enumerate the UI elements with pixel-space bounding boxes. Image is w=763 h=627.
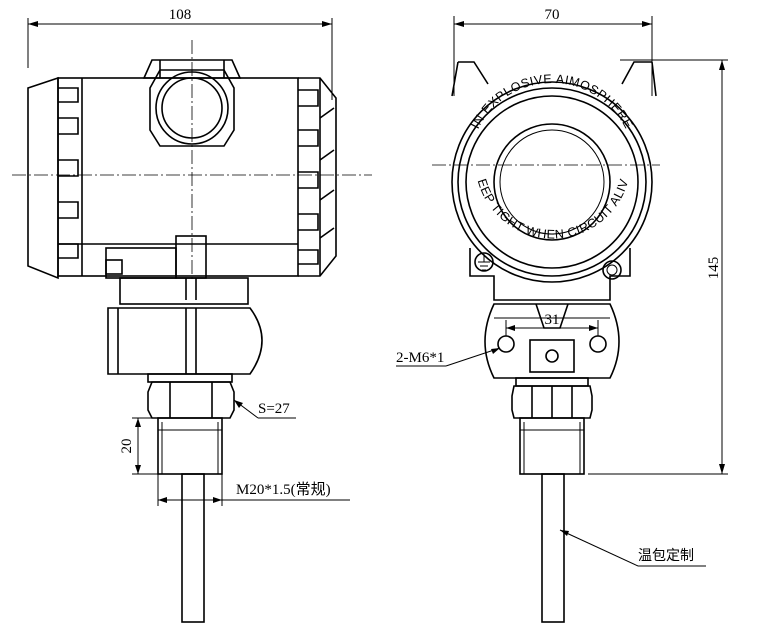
side-view: 108 bbox=[12, 7, 372, 623]
housing bbox=[27, 76, 337, 280]
front-width-dimension: 70 bbox=[453, 7, 653, 96]
probe-label: 温包定制 bbox=[638, 548, 694, 564]
conduit-boss bbox=[142, 59, 242, 147]
threaded-fitting: 20 M20*1.5(常规) bbox=[119, 417, 350, 506]
hex-size-label: S=27 bbox=[258, 401, 290, 417]
front-lower-block: 31 2-M6*1 bbox=[396, 303, 620, 379]
thread-height-label: 20 bbox=[119, 439, 135, 454]
height-dimension: 145 bbox=[588, 59, 728, 475]
hex-nut: S=27 bbox=[147, 381, 296, 419]
cover-inscription-top: IN EXPLOSIVE AIMOSPHERE bbox=[468, 72, 635, 131]
hole-spacing-label: 31 bbox=[545, 312, 560, 328]
width-dimension: 108 bbox=[27, 7, 333, 100]
mounting-hole-left-icon bbox=[497, 335, 515, 353]
width-dimension-label: 108 bbox=[169, 7, 192, 23]
neck-housing bbox=[107, 277, 263, 383]
mounting-hole-right-icon bbox=[589, 335, 607, 353]
screw-icon bbox=[602, 260, 622, 280]
mount-ears bbox=[469, 248, 631, 301]
front-hex-fitting bbox=[511, 377, 593, 475]
center-hole-icon bbox=[545, 349, 559, 363]
mounting-holes-label: 2-M6*1 bbox=[396, 350, 444, 366]
front-width-label: 70 bbox=[545, 7, 560, 23]
terminal-bracket bbox=[105, 235, 207, 300]
cover-inscription-bottom: KEEP TIGHT WHEN CIRCUIT ALIVE bbox=[0, 0, 631, 242]
front-probe-stem bbox=[541, 473, 565, 623]
front-housing: IN EXPLOSIVE AIMOSPHERE KEEP TIGHT WHEN … bbox=[0, 0, 657, 283]
front-view: 70 145 IN EXPLOSIVE AIMOSPHERE KEEP TIGH… bbox=[0, 0, 728, 623]
height-dimension-label: 145 bbox=[706, 257, 722, 280]
probe-stem bbox=[181, 473, 205, 623]
ground-screw-icon bbox=[474, 252, 494, 272]
probe-callout: 温包定制 bbox=[559, 529, 706, 567]
thread-spec-label: M20*1.5(常规) bbox=[236, 481, 331, 498]
